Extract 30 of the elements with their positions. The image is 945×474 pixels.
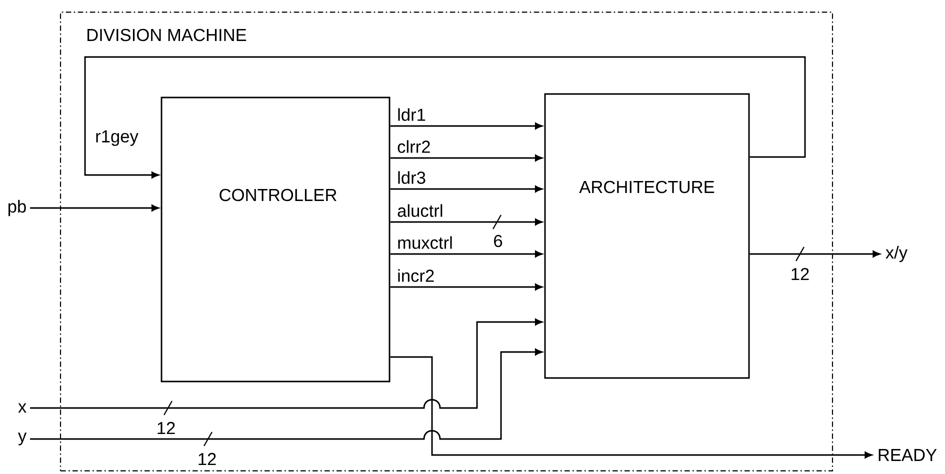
signal-label: x xyxy=(18,403,26,413)
arrow xyxy=(30,348,542,440)
signal-label: READY xyxy=(878,449,937,461)
arrow xyxy=(390,284,542,290)
signal-label: y xyxy=(18,432,27,446)
edge-label: muxctrl xyxy=(398,236,452,249)
arrow xyxy=(390,218,542,226)
arrow xyxy=(750,250,880,258)
arrow xyxy=(390,250,542,258)
bus-width: 12 xyxy=(792,268,809,280)
edge-label: clrr2 xyxy=(398,140,430,153)
bus-width: 6 xyxy=(494,234,502,248)
bus-width: 12 xyxy=(198,452,216,466)
bus-width: 12 xyxy=(158,422,175,434)
edge-label: aluctrl xyxy=(398,204,442,217)
block-box: CONTROLLER xyxy=(160,96,390,382)
signal-label: x/y xyxy=(886,246,908,262)
arrow xyxy=(30,204,159,212)
arrow xyxy=(390,122,542,130)
edge-label: ldr3 xyxy=(398,171,426,184)
signal-label: pb xyxy=(8,200,26,216)
edge-label: ldr1 xyxy=(398,108,426,121)
edge-label: incr2 xyxy=(398,269,434,282)
arrow xyxy=(390,154,542,162)
block-box: ARCHITECTURE xyxy=(544,93,750,379)
arrow xyxy=(30,318,542,409)
arrow xyxy=(84,56,806,178)
edge-label: r1gey xyxy=(96,130,138,146)
arrow xyxy=(390,356,872,458)
arrow xyxy=(390,186,542,192)
